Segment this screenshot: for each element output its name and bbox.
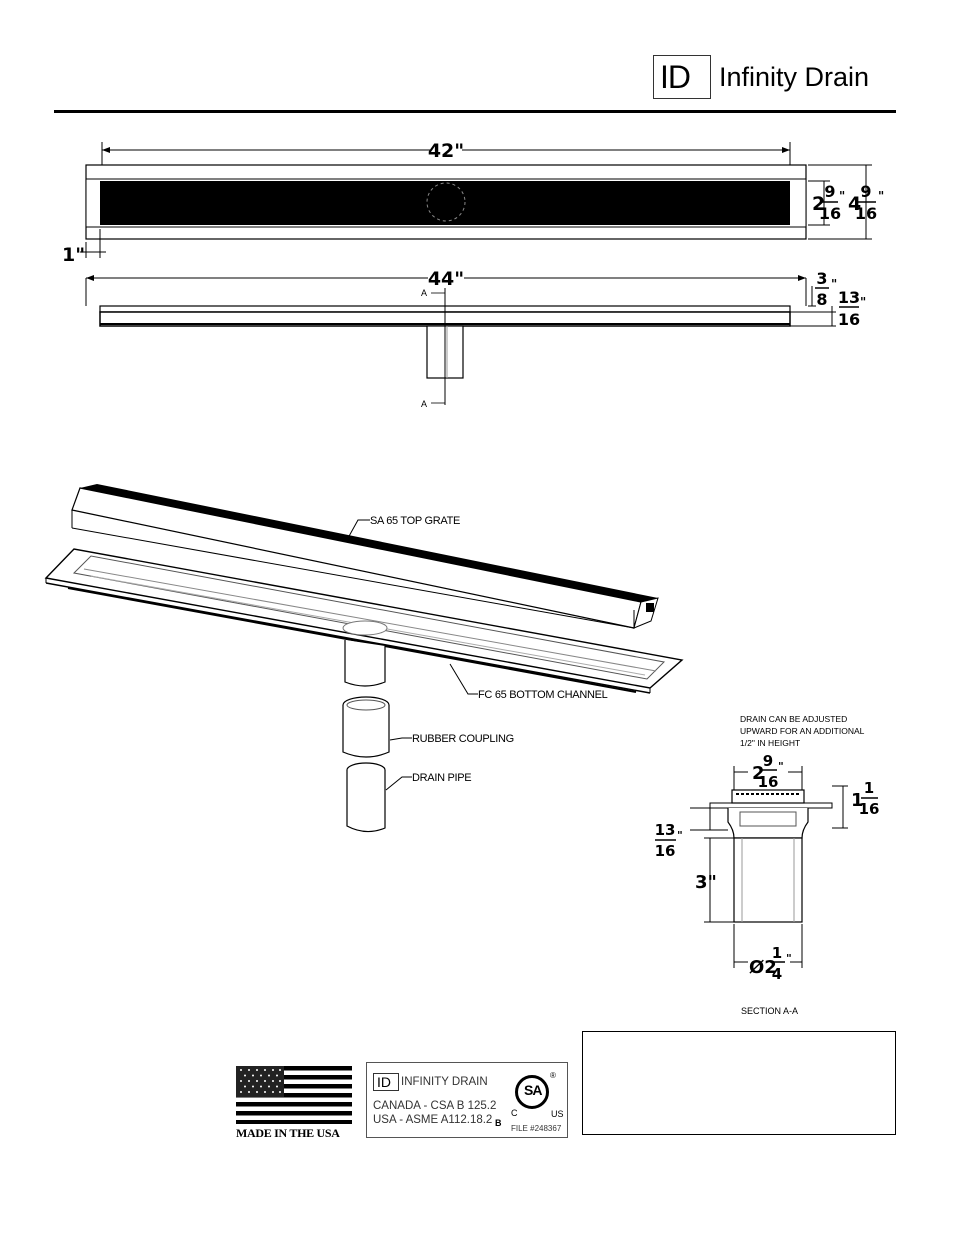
csa-c: C [511, 1108, 518, 1118]
callout-rubber-coupling: RUBBER COUPLING [412, 733, 514, 745]
channel-depth-inch: " [860, 295, 866, 309]
section-title: SECTION A-A [741, 1006, 798, 1016]
bottom-channel-trough [72, 555, 666, 680]
cert-class: B [495, 1118, 502, 1128]
channel-outlet-hole [342, 620, 388, 636]
cert-line-1: CANADA - CSA B 125.2 [373, 1100, 497, 1112]
channel-depth-num: 13 [838, 288, 860, 307]
drain-outlet-marker [426, 182, 466, 222]
section-adjust-den: 16 [859, 800, 880, 818]
section-depth-inch: " [677, 829, 683, 842]
section-pipe [733, 837, 803, 923]
overall-height-inch: " [878, 189, 884, 203]
top-width-label: 42" [428, 140, 464, 162]
logo-mark: ID [660, 59, 691, 95]
section-dia-prefix: Ø2 [749, 957, 777, 978]
overall-height-num: 9 [860, 182, 871, 201]
section-note-line-1: DRAIN CAN BE ADJUSTED [740, 714, 847, 724]
section-flange [709, 802, 833, 809]
header: ID Infinity Drain [0, 0, 954, 120]
section-marker-bottom: A [421, 399, 427, 409]
section-adjust-num: 1 [864, 779, 874, 797]
cert-logo-mark: ID [377, 1074, 391, 1090]
notes-box [582, 1031, 896, 1135]
section-grate [731, 789, 805, 804]
cert-brand: INFINITY DRAIN [401, 1076, 488, 1088]
csa-logo-icon: SA [515, 1075, 549, 1109]
section-width-inch: " [778, 760, 784, 773]
grate-width-num: 9 [824, 182, 835, 201]
exploded-view-drawing: SA 65 TOP GRATE FC 65 BOTTOM CHANNEL RUB… [44, 484, 684, 833]
callout-top-grate: SA 65 TOP GRATE [370, 515, 460, 527]
logo: ID [653, 55, 711, 99]
section-depth-num: 13 [655, 821, 676, 839]
section-note-line-3: 1/2" IN HEIGHT [740, 738, 800, 748]
us-flag-icon [236, 1066, 352, 1124]
section-width-whole: 2 [752, 763, 765, 784]
section-marker-top: A [421, 288, 427, 298]
top-grate-plan [100, 181, 790, 225]
section-width-num: 9 [763, 752, 773, 770]
side-length-label: 44" [428, 268, 464, 290]
callout-drain-pipe: DRAIN PIPE [412, 772, 471, 784]
section-dia-den: 4 [772, 965, 782, 983]
flange-thk-den: 8 [816, 290, 827, 309]
flange-offset-label: 1" [62, 244, 85, 266]
cert-logo: ID [373, 1073, 399, 1091]
cert-file: FILE #248367 [511, 1124, 562, 1133]
overall-height-whole: 4 [848, 193, 861, 215]
csa-us: US [551, 1109, 564, 1119]
csa-mark: SA [524, 1082, 542, 1098]
channel-outlet-pipe [344, 640, 386, 687]
section-width-den: 16 [758, 773, 779, 791]
top-view-drawing: 42" 2 9 16 " 4 9 16 " 1" 44" A A 3 8 " [62, 140, 884, 409]
section-dia-inch: " [786, 952, 792, 965]
section-pipe-length: 3" [695, 872, 717, 893]
section-depth-den: 16 [655, 842, 676, 860]
certification-badge: ID INFINITY DRAIN CANADA - CSA B 125.2 U… [366, 1062, 568, 1138]
made-in-usa-badge: MADE IN THE USA [236, 1066, 354, 1140]
brand-name: Infinity Drain [719, 62, 870, 92]
grate-width-den: 16 [819, 204, 841, 223]
flange-thk-inch: " [831, 277, 837, 291]
callout-bottom-channel: FC 65 BOTTOM CHANNEL [478, 689, 608, 701]
section-view-drawing: DRAIN CAN BE ADJUSTED UPWARD FOR AN ADDI… [655, 714, 880, 1016]
channel-depth-den: 16 [838, 310, 860, 329]
section-dia-num: 1 [772, 944, 782, 962]
overall-height-den: 16 [855, 204, 877, 223]
grate-width-whole: 2 [812, 193, 825, 215]
drain-pipe [346, 770, 386, 833]
cert-line-2: USA - ASME A112.18.2 [373, 1114, 493, 1126]
header-rule [54, 110, 896, 113]
flange-thk-num: 3 [816, 269, 827, 288]
section-adjust-whole: 1 [851, 790, 864, 811]
grate-width-inch: " [839, 189, 845, 203]
made-in-usa-caption: MADE IN THE USA [236, 1126, 340, 1140]
rubber-coupling [342, 705, 390, 758]
section-note-line-2: UPWARD FOR AN ADDITIONAL [740, 726, 865, 736]
top-grate-top-face [80, 484, 658, 602]
csa-reg: ® [550, 1071, 556, 1080]
